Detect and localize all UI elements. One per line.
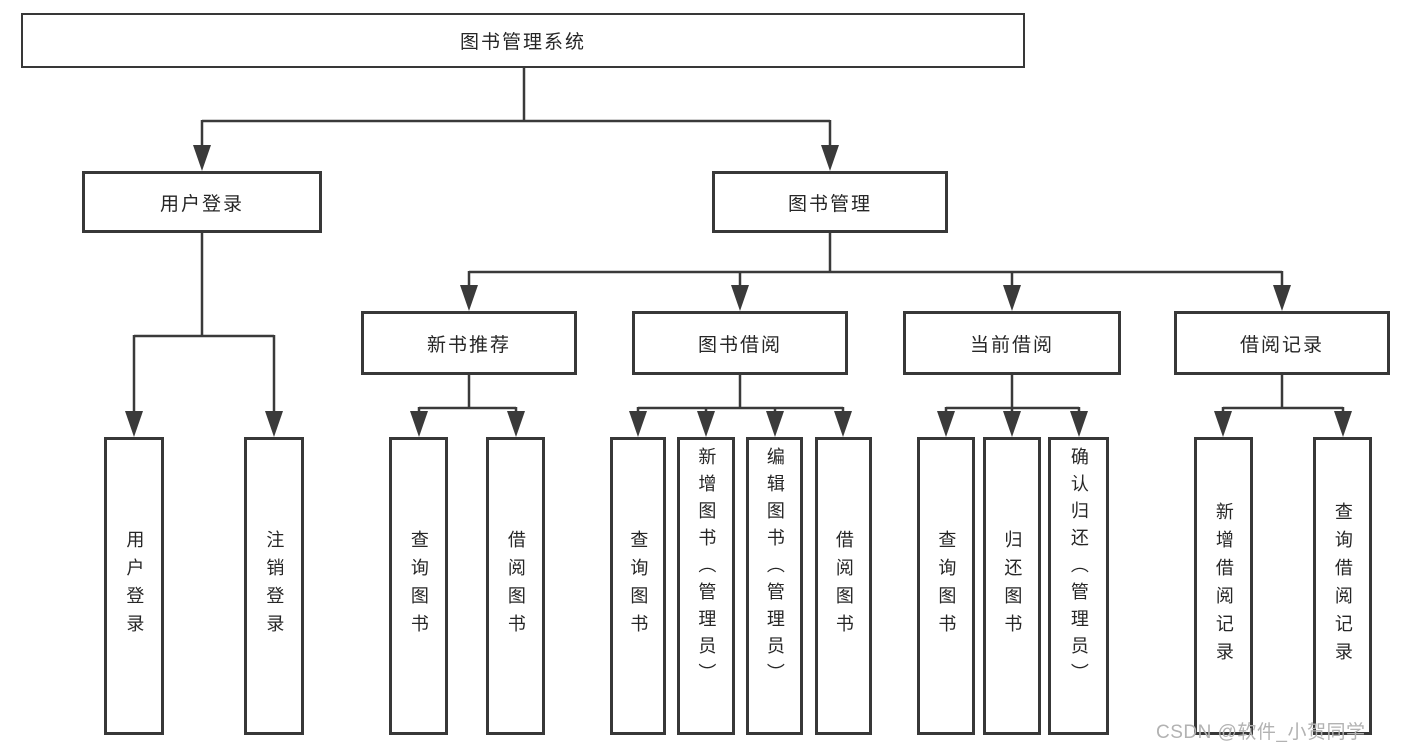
node-label: 新书推荐 — [426, 334, 511, 356]
arrowhead — [1214, 411, 1232, 437]
leaf-label: 借阅图书 — [833, 530, 854, 642]
leaf-confirm-return-admin: 确认归还（管理员） — [1048, 437, 1109, 735]
leaf-label: 用户登录 — [124, 530, 145, 642]
node-book-management: 图书管理 — [712, 171, 948, 233]
arrowhead — [507, 411, 525, 437]
arrowhead — [937, 411, 955, 437]
leaf-label: 查询图书 — [408, 530, 429, 642]
leaf-add-borrow-record: 新增借阅记录 — [1194, 437, 1253, 735]
arrowhead — [1003, 285, 1021, 311]
leaf-edit-book-admin: 编辑图书（管理员） — [746, 437, 803, 735]
leaf-label: 归还图书 — [1002, 530, 1023, 642]
node-new-book-recommend: 新书推荐 — [361, 311, 577, 375]
arrowhead — [1273, 285, 1291, 311]
connector-book-borrow-children — [636, 375, 845, 415]
arrowhead — [1070, 411, 1088, 437]
node-label: 用户登录 — [159, 193, 244, 215]
arrowhead — [410, 411, 428, 437]
leaf-label: 编辑图书（管理员） — [764, 447, 785, 690]
arrowhead — [1334, 411, 1352, 437]
node-library-system: 图书管理系统 — [21, 13, 1025, 68]
leaf-query-books-recommend: 查询图书 — [389, 437, 448, 735]
node-current-borrow: 当前借阅 — [903, 311, 1121, 375]
arrowhead — [265, 411, 283, 437]
leaf-label: 查询图书 — [628, 530, 649, 642]
connector-user-login-children — [132, 233, 276, 415]
node-label: 当前借阅 — [969, 334, 1054, 356]
leaf-borrow-books-recommend: 借阅图书 — [486, 437, 545, 735]
connector-borrow-record-children — [1221, 375, 1345, 415]
arrowhead — [766, 411, 784, 437]
arrowhead — [460, 285, 478, 311]
leaf-label: 确认归还（管理员） — [1068, 447, 1089, 690]
leaf-logout: 注销登录 — [244, 437, 304, 735]
csdn-watermark: CSDN @软件_小贺同学 — [1156, 722, 1366, 743]
node-label: 图书借阅 — [697, 334, 782, 356]
connector-book-mgmt-to-level3 — [467, 233, 1284, 290]
leaf-borrow-books-borrow: 借阅图书 — [815, 437, 872, 735]
leaf-label: 注销登录 — [264, 530, 285, 642]
leaf-label: 新增借阅记录 — [1213, 502, 1234, 670]
arrowhead — [834, 411, 852, 437]
connector-root-to-level2 — [200, 68, 832, 150]
node-label: 图书管理系统 — [459, 32, 586, 53]
node-book-borrow: 图书借阅 — [632, 311, 848, 375]
arrowhead — [1003, 411, 1021, 437]
leaf-query-books-current: 查询图书 — [917, 437, 975, 735]
connector-current-borrow-children — [944, 375, 1081, 415]
leaf-add-book-admin: 新增图书（管理员） — [677, 437, 735, 735]
leaf-label: 查询图书 — [936, 530, 957, 642]
node-label: 图书管理 — [787, 193, 872, 215]
leaf-user-login: 用户登录 — [104, 437, 164, 735]
arrowhead — [731, 285, 749, 311]
arrowhead — [821, 145, 839, 171]
leaf-label: 新增图书（管理员） — [696, 447, 717, 690]
leaf-query-borrow-record: 查询借阅记录 — [1313, 437, 1372, 735]
arrowhead — [125, 411, 143, 437]
connector-new-book-rec-children — [417, 375, 518, 415]
leaf-label: 借阅图书 — [505, 530, 526, 642]
leaf-return-book: 归还图书 — [983, 437, 1041, 735]
arrowhead — [697, 411, 715, 437]
node-borrow-records: 借阅记录 — [1174, 311, 1390, 375]
arrowhead — [193, 145, 211, 171]
node-label: 借阅记录 — [1239, 334, 1324, 356]
leaf-query-books-borrow: 查询图书 — [610, 437, 666, 735]
arrowhead — [629, 411, 647, 437]
leaf-label: 查询借阅记录 — [1332, 502, 1353, 670]
node-user-login: 用户登录 — [82, 171, 322, 233]
